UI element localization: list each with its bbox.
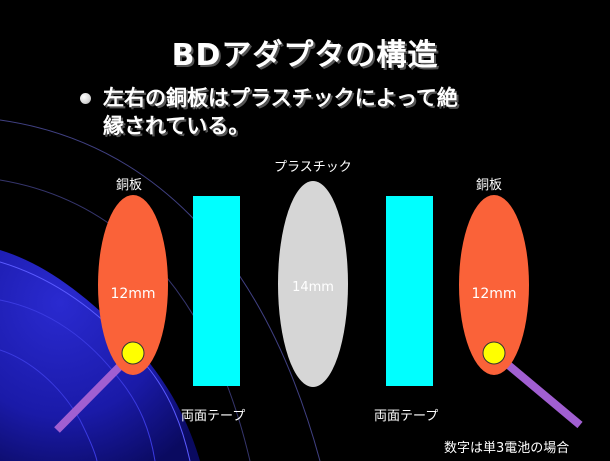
- right-copper-label: 銅板: [476, 178, 503, 193]
- left-copper-label: 銅板: [116, 178, 143, 193]
- plastic-insulator: [278, 181, 348, 387]
- bullet-line-2: 縁されている。: [103, 114, 250, 138]
- plastic-dimension: 14mm: [292, 280, 334, 295]
- left-double-sided-tape: [193, 196, 240, 386]
- right-tape-label: 両面テープ: [374, 409, 439, 424]
- left-copper-plate: [98, 195, 168, 375]
- bullet-dot-icon: [80, 93, 91, 104]
- right-copper-plate: [459, 195, 529, 375]
- right-copper-dimension: 12mm: [471, 286, 516, 302]
- bullet-text: 左右の銅板はプラスチックによって絶 縁されている。: [103, 84, 573, 140]
- left-tape-label: 両面テープ: [181, 409, 246, 424]
- right-double-sided-tape: [386, 196, 433, 386]
- plastic-label: プラスチック: [274, 160, 352, 175]
- left-terminal-dot: [121, 341, 145, 365]
- footnote: 数字は単3電池の場合: [444, 441, 570, 456]
- left-copper-dimension: 12mm: [110, 286, 155, 302]
- slide-title: BDアダプタの構造: [171, 38, 439, 73]
- right-terminal-dot: [482, 341, 506, 365]
- bullet-line-1: 左右の銅板はプラスチックによって絶: [103, 86, 458, 110]
